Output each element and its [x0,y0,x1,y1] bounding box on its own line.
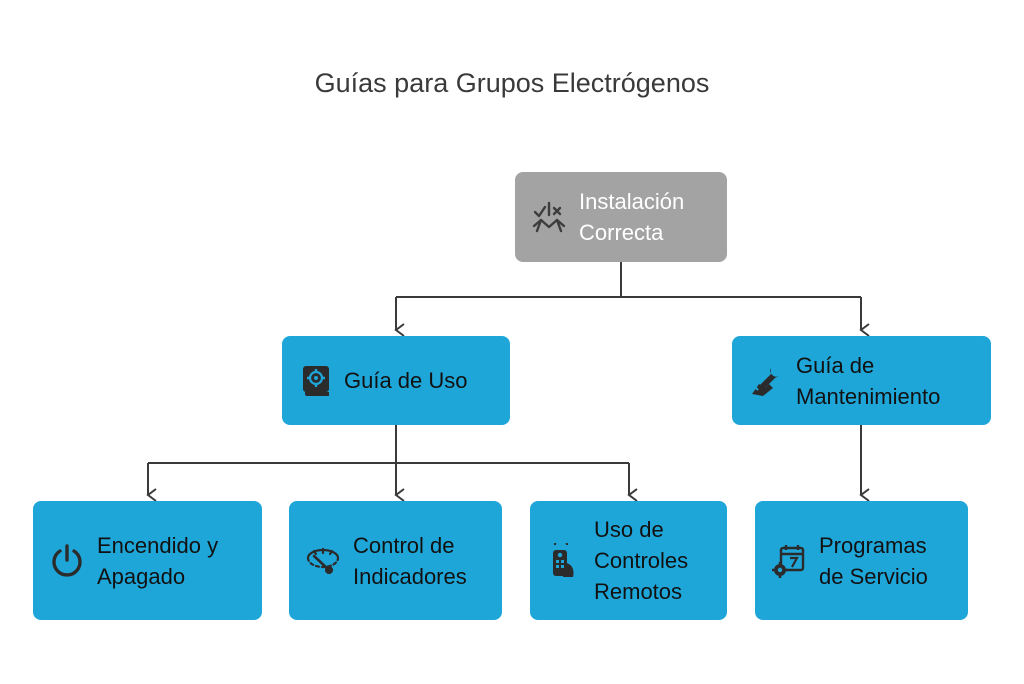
node-label: Uso de Controles Remotos [594,517,689,604]
node-label: Control de Indicadores [353,532,467,589]
node-label: Encendido y Apagado [97,532,219,589]
node-label: Guía de Mantenimiento [796,352,941,409]
calendar-gear-icon [769,543,809,579]
connector-root-split [396,262,861,298]
node-label: Guía de Uso [344,368,468,393]
diagram-title: Guías para Grupos Electrógenos [314,68,710,98]
gauge-icon [303,544,343,578]
connector-uso-split [148,425,629,464]
power-icon [47,543,87,579]
node-guia-de-uso: Guía de Uso [282,336,510,425]
node-instalacion-correcta: Instalación Correcta [515,172,727,262]
node-label: Programas de Servicio [819,532,928,589]
node-encendido-apagado: Encendido y Apagado [33,501,262,620]
remote-control-icon [544,542,580,579]
checklist-tools-icon [529,200,569,234]
node-programas-servicio: Programas de Servicio [755,501,968,620]
node-guia-de-mantenimiento: Guía de Mantenimiento [732,336,991,425]
node-control-indicadores: Control de Indicadores [289,501,502,620]
manual-book-icon [298,364,334,398]
node-label: Instalación Correcta [579,189,685,245]
wrench-hand-icon [746,364,786,398]
node-controles-remotos: Uso de Controles Remotos [530,501,727,620]
